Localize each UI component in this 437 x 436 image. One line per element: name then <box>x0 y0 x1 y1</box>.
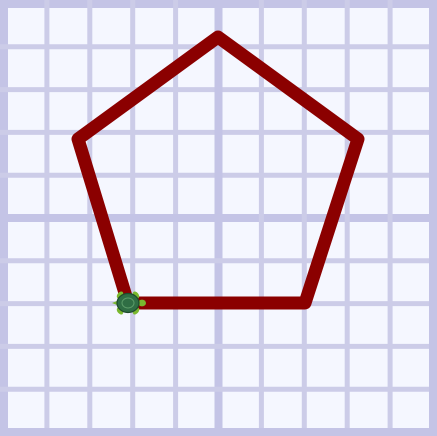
turtle-icon <box>112 291 146 315</box>
pentagon-shape <box>71 30 365 310</box>
